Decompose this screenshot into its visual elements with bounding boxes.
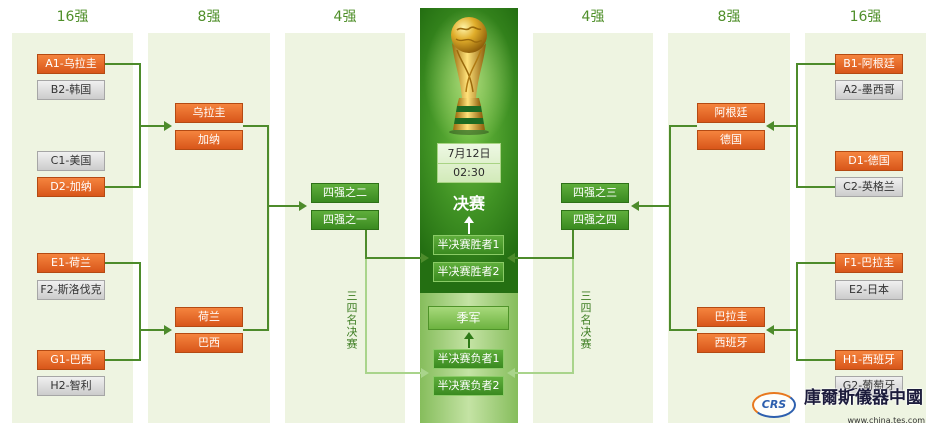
arrow-right-icon	[164, 121, 172, 131]
left-quarterfinal-team-3: 荷兰	[175, 307, 243, 327]
right-round-of-16-team-8: G2-葡萄牙	[835, 376, 903, 396]
arrow-left-icon	[631, 201, 639, 211]
bracket-connector-line	[243, 125, 269, 331]
bracket-connector-line	[105, 262, 141, 361]
right-round-of-16-team-7: H1-西班牙	[835, 350, 903, 370]
right-round-of-16-team-1: B1-阿根廷	[835, 54, 903, 74]
watermark-url: www.china.tes.com	[847, 416, 926, 425]
left-round-of-16-team-1: A1-乌拉圭	[37, 54, 105, 74]
left-quarterfinal-team-1: 乌拉圭	[175, 103, 243, 123]
header-left-semifinal: 4强	[333, 9, 357, 25]
bracket-connector-line	[796, 262, 835, 361]
bracket-connector-line	[669, 125, 697, 331]
right-semifinal-slot-1: 四强之三	[561, 183, 629, 203]
third-place-connector-line	[514, 258, 574, 374]
final-slot-2: 半决赛胜者2	[433, 262, 504, 282]
final-date: 7月12日	[447, 147, 491, 160]
left-round-of-16-team-4: D2-加纳	[37, 177, 105, 197]
arrow-right-icon	[421, 368, 429, 378]
watermark-name: 庫爾斯儀器中國	[804, 388, 923, 408]
right-round-of-16-team-6: E2-日本	[835, 280, 903, 300]
left-semifinal-slot-2: 四强之一	[311, 210, 379, 230]
right-round-of-16-team-2: A2-墨西哥	[835, 80, 903, 100]
left-third-place-label: 三四名决赛	[345, 290, 358, 350]
header-right-round-of-16: 16强	[849, 9, 882, 25]
bracket-connector-line	[514, 230, 574, 259]
left-round-of-16-team-2: B2-韩国	[37, 80, 105, 100]
bracket-connector-line	[796, 63, 835, 188]
right-semifinal-slot-2: 四强之四	[561, 210, 629, 230]
arrow-left-icon	[507, 368, 515, 378]
arrow-right-icon	[421, 253, 429, 263]
right-quarterfinal-team-1: 阿根廷	[697, 103, 765, 123]
left-round-of-16-team-5: E1-荷兰	[37, 253, 105, 273]
final-schedule: 7月12日 02:30	[437, 143, 501, 183]
right-quarterfinal-team-2: 德国	[697, 130, 765, 150]
third-place-title: 季军	[428, 306, 509, 330]
right-quarterfinal-team-3: 巴拉圭	[697, 307, 765, 327]
right-round-of-16-team-4: C2-英格兰	[835, 177, 903, 197]
left-quarterfinal-team-4: 巴西	[175, 333, 243, 353]
header-right-quarterfinal: 8强	[717, 9, 741, 25]
watermark-logo: CRS	[752, 392, 796, 418]
left-round-of-16-team-3: C1-美国	[37, 151, 105, 171]
left-round-of-16-team-8: H2-智利	[37, 376, 105, 396]
arrow-left-icon	[507, 253, 515, 263]
world-cup-trophy-icon	[449, 17, 489, 135]
right-round-of-16-team-5: F1-巴拉圭	[835, 253, 903, 273]
bracket-connector-line	[105, 63, 141, 188]
right-third-place-label: 三四名决赛	[579, 290, 592, 350]
right-round-of-16-team-3: D1-德国	[835, 151, 903, 171]
final-time: 02:30	[438, 163, 500, 182]
third-place-slot-1: 半决赛负者1	[433, 349, 504, 369]
bracket-connector-line	[365, 230, 422, 259]
arrow-left-icon	[766, 325, 774, 335]
left-semifinal-slot-1: 四强之二	[311, 183, 379, 203]
panel-left-quarterfinal	[148, 33, 270, 423]
arrow-up-icon	[464, 332, 474, 339]
third-place-slot-2: 半决赛负者2	[433, 376, 504, 396]
panel-right-quarterfinal	[668, 33, 790, 423]
header-left-quarterfinal: 8强	[197, 9, 221, 25]
right-quarterfinal-team-4: 西班牙	[697, 333, 765, 353]
header-left-round-of-16: 16强	[56, 9, 89, 25]
arrow-left-icon	[766, 121, 774, 131]
left-quarterfinal-team-2: 加纳	[175, 130, 243, 150]
left-round-of-16-team-6: F2-斯洛伐克	[37, 280, 105, 300]
arrow-right-icon	[164, 325, 172, 335]
final-title: 决赛	[452, 194, 485, 213]
final-slot-1: 半决赛胜者1	[433, 235, 504, 255]
header-right-semifinal: 4强	[581, 9, 605, 25]
left-round-of-16-team-7: G1-巴西	[37, 350, 105, 370]
arrow-up-icon	[464, 216, 474, 223]
third-place-connector-line	[365, 258, 422, 374]
arrow-right-icon	[299, 201, 307, 211]
